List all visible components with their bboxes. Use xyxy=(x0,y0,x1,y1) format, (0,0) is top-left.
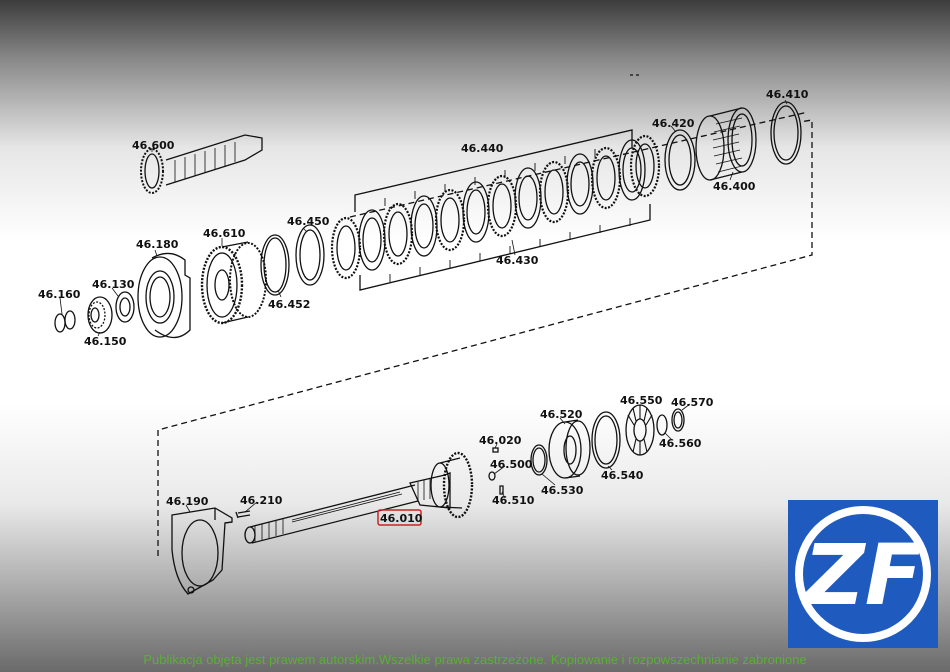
label-46540: 46.540 xyxy=(601,469,644,482)
label-46010[interactable]: 46.010 xyxy=(380,512,423,525)
part-46500-plug xyxy=(488,471,496,481)
label-46530: 46.530 xyxy=(541,484,584,497)
leader-lines xyxy=(59,99,788,513)
part-46420-ring xyxy=(664,129,696,191)
clutch-disc-stack xyxy=(330,134,661,280)
part-46410-snap-ring xyxy=(770,101,802,165)
label-46210: 46.210 xyxy=(240,494,283,507)
label-46150: 46.150 xyxy=(84,335,127,348)
part-46430-clutch-bracket xyxy=(359,204,651,291)
part-46520-piston xyxy=(548,419,591,479)
part-46570-ring xyxy=(671,408,685,432)
label-46430: 46.430 xyxy=(496,254,539,267)
label-46410: 46.410 xyxy=(766,88,809,101)
label-46520: 46.520 xyxy=(540,408,583,421)
zf-logo: ZF xyxy=(788,500,938,648)
part-46540-ring xyxy=(591,411,621,469)
label-46020: 46.020 xyxy=(479,434,522,447)
part-46550-disc-spring xyxy=(625,404,655,456)
part-46160-rings xyxy=(54,310,76,333)
label-46570: 46.570 xyxy=(671,396,714,409)
label-46510: 46.510 xyxy=(492,494,535,507)
part-46180-housing xyxy=(137,252,191,339)
part-46150-bearing xyxy=(87,296,113,334)
label-46400: 46.400 xyxy=(713,180,756,193)
label-46180: 46.180 xyxy=(136,238,179,251)
label-46190: 46.190 xyxy=(166,495,209,508)
part-46450-ring xyxy=(295,224,325,286)
label-46130: 46.130 xyxy=(92,278,135,291)
label-46560: 46.560 xyxy=(659,437,702,450)
part-46010-main-shaft xyxy=(244,451,474,544)
label-46610: 46.610 xyxy=(203,227,246,240)
copyright-footer: Publikacja objęta jest prawem autorskim.… xyxy=(143,652,807,667)
label-46500: 46.500 xyxy=(490,458,533,471)
zf-logo-text: ZF xyxy=(801,526,922,624)
part-46210-bolt xyxy=(235,510,251,519)
assembly-dashed-line xyxy=(157,119,813,556)
part-46600-gear-shaft xyxy=(140,134,263,194)
part-46560-ring xyxy=(656,414,668,436)
dashed-line-top xyxy=(349,111,809,218)
label-46160: 46.160 xyxy=(38,288,81,301)
part-46020-pin xyxy=(492,447,499,453)
part-46440-clutch-bracket xyxy=(354,129,633,212)
label-46550: 46.550 xyxy=(620,394,663,407)
part-46530-ring xyxy=(530,444,548,476)
label-46452: 46.452 xyxy=(268,298,310,311)
part-46610-gear xyxy=(200,241,267,325)
label-46440: 46.440 xyxy=(461,142,504,155)
part-46400-needle-bearing xyxy=(695,107,757,181)
part-46130-washer xyxy=(115,291,135,323)
label-46450: 46.450 xyxy=(287,215,330,228)
label-46600: 46.600 xyxy=(132,139,175,152)
label-46420: 46.420 xyxy=(652,117,695,130)
highlight-box-46010[interactable] xyxy=(377,509,422,526)
part-46190-cover xyxy=(171,507,233,595)
